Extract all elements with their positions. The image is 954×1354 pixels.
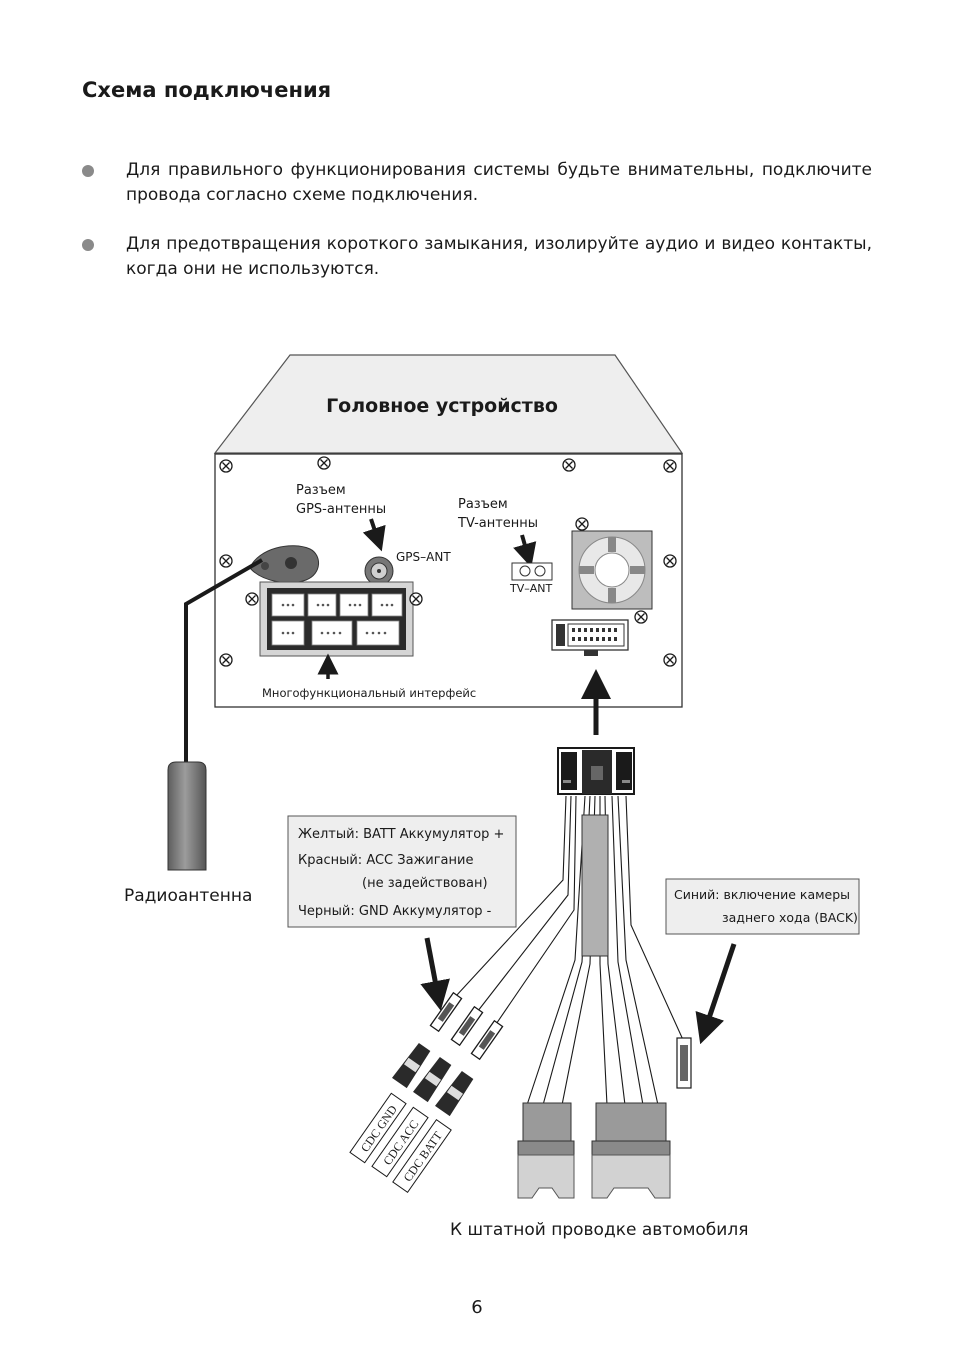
wire-connector-icon [429,991,463,1033]
car-harness-connector-left [517,1102,575,1199]
wire-sleeve [581,814,609,957]
head-unit-front: Головное устройство [213,354,684,454]
camera-wire-info-box: Синий: включение камеры заднего хода (BA… [665,878,860,935]
camera-box-arrow-icon [695,943,737,1045]
gps-port-label: GPS–ANT [396,550,451,564]
power-box-arrow-icon [420,937,450,1011]
radio-antenna-cable [184,558,264,765]
gps-arrow-icon [362,518,386,552]
bullet-dot-icon [82,239,94,251]
instruction-bullet: Для правильного функционирования системы… [82,158,872,208]
car-wiring-label: К штатной проводке автомобиля [450,1220,748,1240]
tv-arrow-icon [513,534,537,568]
gps-connector-label: Разъем GPS-антенны [296,483,386,517]
red-wire-label: Красный: ACC Зажигание [298,853,473,868]
tv-antenna-port [511,562,553,581]
harness-plug [557,747,635,795]
camera-wire-label-2: заднего хода (BACK) [722,910,858,925]
head-unit-title: Головное устройство [326,395,558,417]
wire-connector-icon [470,1019,504,1061]
camera-wire-label: Синий: включение камеры [674,887,850,902]
page-title: Схема подключения [82,78,332,102]
black-wire-label: Черный: GND Аккумулятор - [298,904,492,919]
radio-antenna-plug [167,761,207,871]
tv-port-label: TV–ANT [509,582,552,595]
multifunction-connector [245,581,423,657]
camera-wire-connector-icon [676,1037,692,1089]
yellow-wire-label: Желтый: BATT Аккумулятор + [298,827,504,842]
tv-connector-label: Разъем TV-антенны [457,497,538,531]
wire-connector-icon [450,1005,484,1047]
radio-antenna-label: Радиоантенна [124,886,252,906]
main-harness-socket [551,619,629,656]
bullet-dot-icon [82,165,94,177]
bullet-text: Для предотвращения короткого замыкания, … [126,234,872,279]
cdc-connectors: CDC GND CDC ACC CDC BATT [349,1042,474,1193]
bullet-text: Для правильного функционирования системы… [126,160,872,205]
multifunction-label: Многофункциональный интерфейс [262,686,476,700]
power-wires-info-box: Желтый: BATT Аккумулятор + Красный: ACC … [287,815,517,928]
cooling-fan [571,517,653,624]
power-wire-connectors [429,991,504,1061]
page-number: 6 [471,1297,483,1318]
gps-antenna-port [364,556,394,586]
instruction-bullet: Для предотвращения короткого замыкания, … [82,232,872,282]
red-wire-note: (не задействован) [362,876,488,891]
car-harness-connector-right [591,1102,671,1199]
